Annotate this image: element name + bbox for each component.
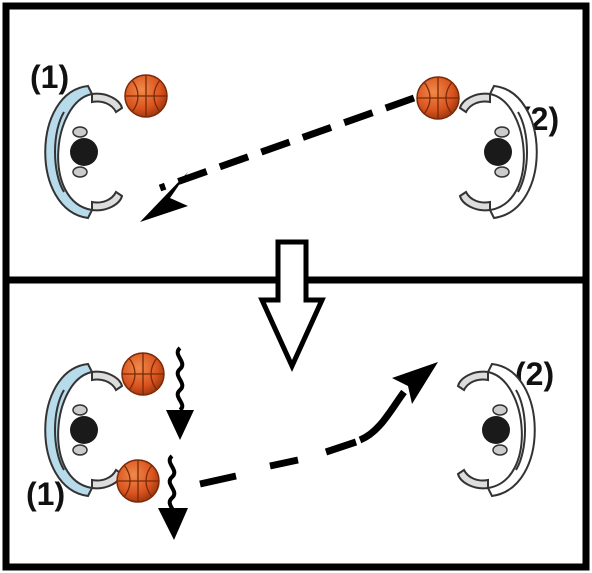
bottom-run-arrow-icon [199, 362, 438, 488]
top-ball-left-basketball-icon [124, 74, 168, 118]
bottom-ball-upper-basketball-icon [121, 352, 165, 396]
top-pass-arrow-icon [140, 94, 416, 222]
dribble-lower-icon [158, 454, 188, 540]
top-player-1-label: (1) [30, 59, 69, 95]
bottom-ball-lower-basketball-icon [116, 459, 160, 503]
dribble-upper-icon [166, 346, 194, 440]
bottom-player-1-label: (1) [26, 476, 65, 512]
top-ball-right-basketball-icon [416, 76, 460, 120]
transition-arrow-icon [258, 239, 326, 373]
